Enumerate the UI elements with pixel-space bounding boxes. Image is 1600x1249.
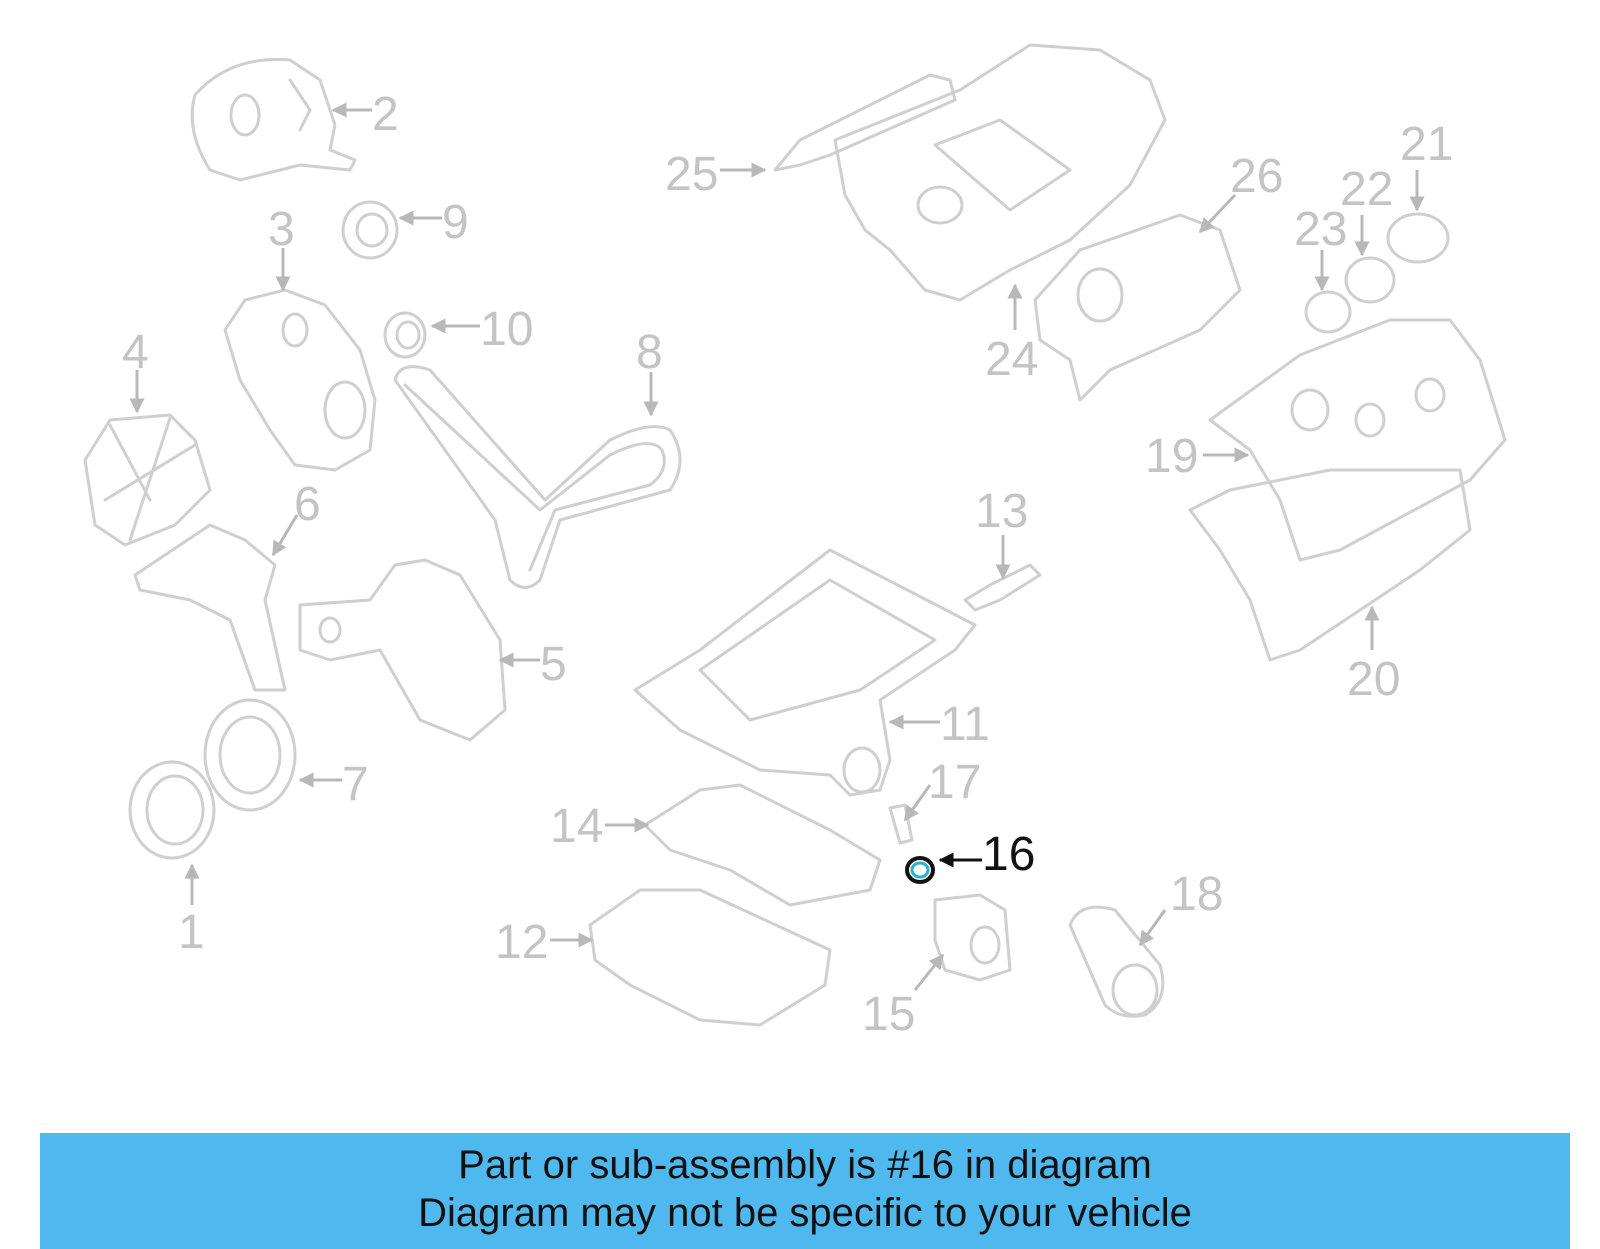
callout-1: 1	[178, 906, 205, 959]
callout-2: 2	[372, 88, 399, 141]
callout-26: 26	[1230, 150, 1283, 203]
callout-arrows	[129, 102, 1425, 991]
callout-13: 13	[975, 485, 1028, 538]
part-1-seal-ring	[128, 760, 216, 860]
part-17-drain-bolt	[888, 803, 914, 845]
callout-4: 4	[122, 326, 149, 379]
callout-17: 17	[928, 756, 981, 809]
part-10-seal	[383, 311, 427, 359]
part-25-rail	[773, 73, 957, 172]
callout-7: 7	[342, 758, 369, 811]
callout-21: 21	[1400, 118, 1453, 171]
callout-10: 10	[480, 303, 533, 356]
callout-11: 11	[940, 698, 990, 751]
part-3-timing-cover	[223, 288, 377, 472]
callout-12: 12	[495, 916, 548, 969]
part-11-oil-pan-upper	[633, 548, 977, 797]
callout-6: 6	[294, 478, 321, 531]
banner-line-2: Diagram may not be specific to your vehi…	[418, 1191, 1192, 1235]
callout-18: 18	[1170, 868, 1223, 921]
part-16-washer-highlighted	[905, 856, 935, 884]
part-13-sealant-tube	[963, 563, 1042, 612]
callout-25: 25	[665, 148, 718, 201]
callout-19: 19	[1145, 430, 1198, 483]
callout-20: 20	[1347, 653, 1400, 706]
part-22-ring	[1344, 256, 1396, 304]
callout-15: 15	[862, 988, 915, 1041]
part-9-idler-pulley	[341, 200, 399, 260]
callout-22: 22	[1340, 163, 1393, 216]
part-18-oil-filter	[1068, 905, 1165, 1018]
part-2-timing-cover-upper	[190, 57, 357, 182]
callout-16-highlighted: 16	[982, 828, 1035, 881]
callout-14: 14	[550, 800, 603, 853]
part-6-bracket	[133, 523, 287, 692]
part-21-oil-cap	[1386, 212, 1450, 264]
part-23-ring	[1304, 290, 1352, 334]
callout-labels: 2 9 3 4 10 8 6 5 7 1 25 24 26 21 22 23 1…	[122, 88, 1453, 1041]
part-4-cover	[83, 413, 212, 547]
part-24-engine-cover	[833, 43, 1167, 302]
part-12-oil-pan-lower	[588, 888, 832, 1027]
callout-9: 9	[442, 196, 469, 249]
callout-3: 3	[268, 203, 295, 256]
part-20-gasket	[1188, 468, 1472, 662]
info-banner: Part or sub-assembly is #16 in diagram D…	[40, 1133, 1570, 1249]
part-19-valve-cover	[1208, 318, 1507, 562]
part-5-lower-cover	[298, 558, 507, 742]
callout-24: 24	[985, 333, 1038, 386]
part-8-timing-belt	[393, 365, 682, 589]
callout-5: 5	[540, 638, 567, 691]
callout-23: 23	[1294, 203, 1347, 256]
callout-8: 8	[636, 326, 663, 379]
banner-line-1: Part or sub-assembly is #16 in diagram	[458, 1143, 1152, 1187]
part-14-pan-gasket	[643, 783, 882, 907]
part-15-filter-housing	[933, 893, 1012, 982]
part-7-pulley	[203, 698, 297, 812]
part-26-valve-cover	[1033, 213, 1242, 402]
